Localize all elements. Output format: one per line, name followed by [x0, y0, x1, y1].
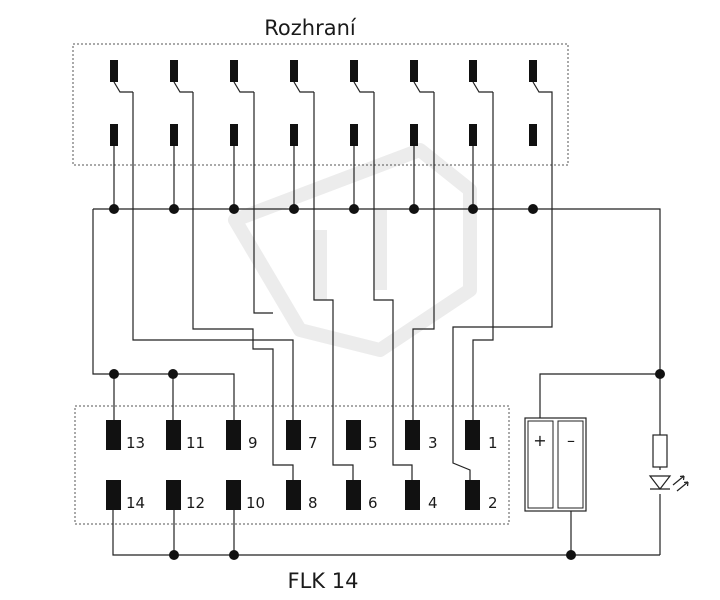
interface-title: Rozhraní: [264, 16, 357, 40]
pin-label: 2: [488, 494, 498, 512]
pin-label: 13: [126, 434, 145, 452]
flk14-title: FLK 14: [288, 569, 359, 593]
pin-label: 3: [428, 434, 438, 452]
pin-label: 14: [126, 494, 145, 512]
pin-labels: 13 11 9 7 5 3 1 14 12 10 8 6 4 2: [126, 434, 498, 512]
resistor-icon: [652, 434, 668, 468]
pin-label: 7: [308, 434, 318, 452]
pin-label: 11: [186, 434, 205, 452]
interface-contacts: [110, 60, 537, 146]
power-terminal: + –: [524, 417, 587, 512]
led-icon: [648, 475, 672, 490]
flk-terminals: [106, 420, 480, 510]
interface-box: [72, 43, 569, 166]
pin-label: 8: [308, 494, 318, 512]
light-rays-icon: [672, 475, 689, 492]
pin-label: 9: [248, 434, 258, 452]
flk14-box: [74, 405, 510, 525]
plus-sign: +: [533, 431, 546, 450]
junctions: [109, 204, 665, 560]
pin-label: 5: [368, 434, 378, 452]
minus-sign: –: [567, 431, 575, 450]
pin-label: 6: [368, 494, 378, 512]
pin-label: 4: [428, 494, 438, 512]
indicator-circuit: [648, 434, 689, 494]
pin-label: 1: [488, 434, 498, 452]
pin-label: 12: [186, 494, 205, 512]
watermark: [228, 143, 477, 357]
pin-label: 10: [246, 494, 265, 512]
